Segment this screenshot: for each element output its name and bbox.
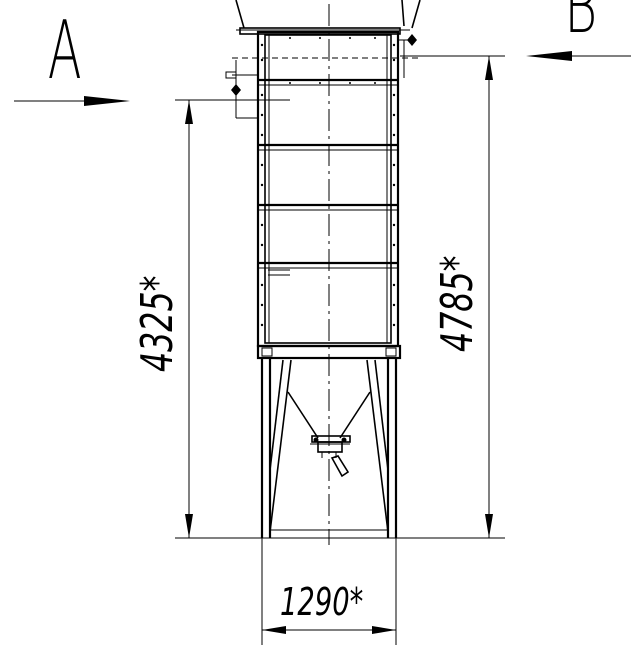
dimension-right: 4785* xyxy=(400,55,505,538)
discharge-outlet xyxy=(310,435,351,478)
dimension-bottom-text: 1290* xyxy=(280,579,363,624)
dimension-left-text: 4325* xyxy=(132,276,184,372)
bolt-row xyxy=(260,37,396,327)
view-label-b-group: B xyxy=(526,0,631,61)
valve-diamond-right xyxy=(407,34,417,46)
dimension-right-text: 4785* xyxy=(432,256,484,352)
support-legs xyxy=(260,358,398,538)
dimension-left: 4325* xyxy=(132,99,258,538)
dimension-bottom: 1290* xyxy=(261,538,397,645)
view-label-b: B xyxy=(564,0,597,49)
top-hood xyxy=(235,0,421,35)
view-arrow-b-head xyxy=(526,51,572,61)
view-arrow-a-head xyxy=(84,96,130,106)
view-label-a-group: A xyxy=(14,3,130,106)
silo-body xyxy=(225,30,417,348)
view-label-a: A xyxy=(48,3,82,97)
valve-diamond-left xyxy=(231,84,241,96)
